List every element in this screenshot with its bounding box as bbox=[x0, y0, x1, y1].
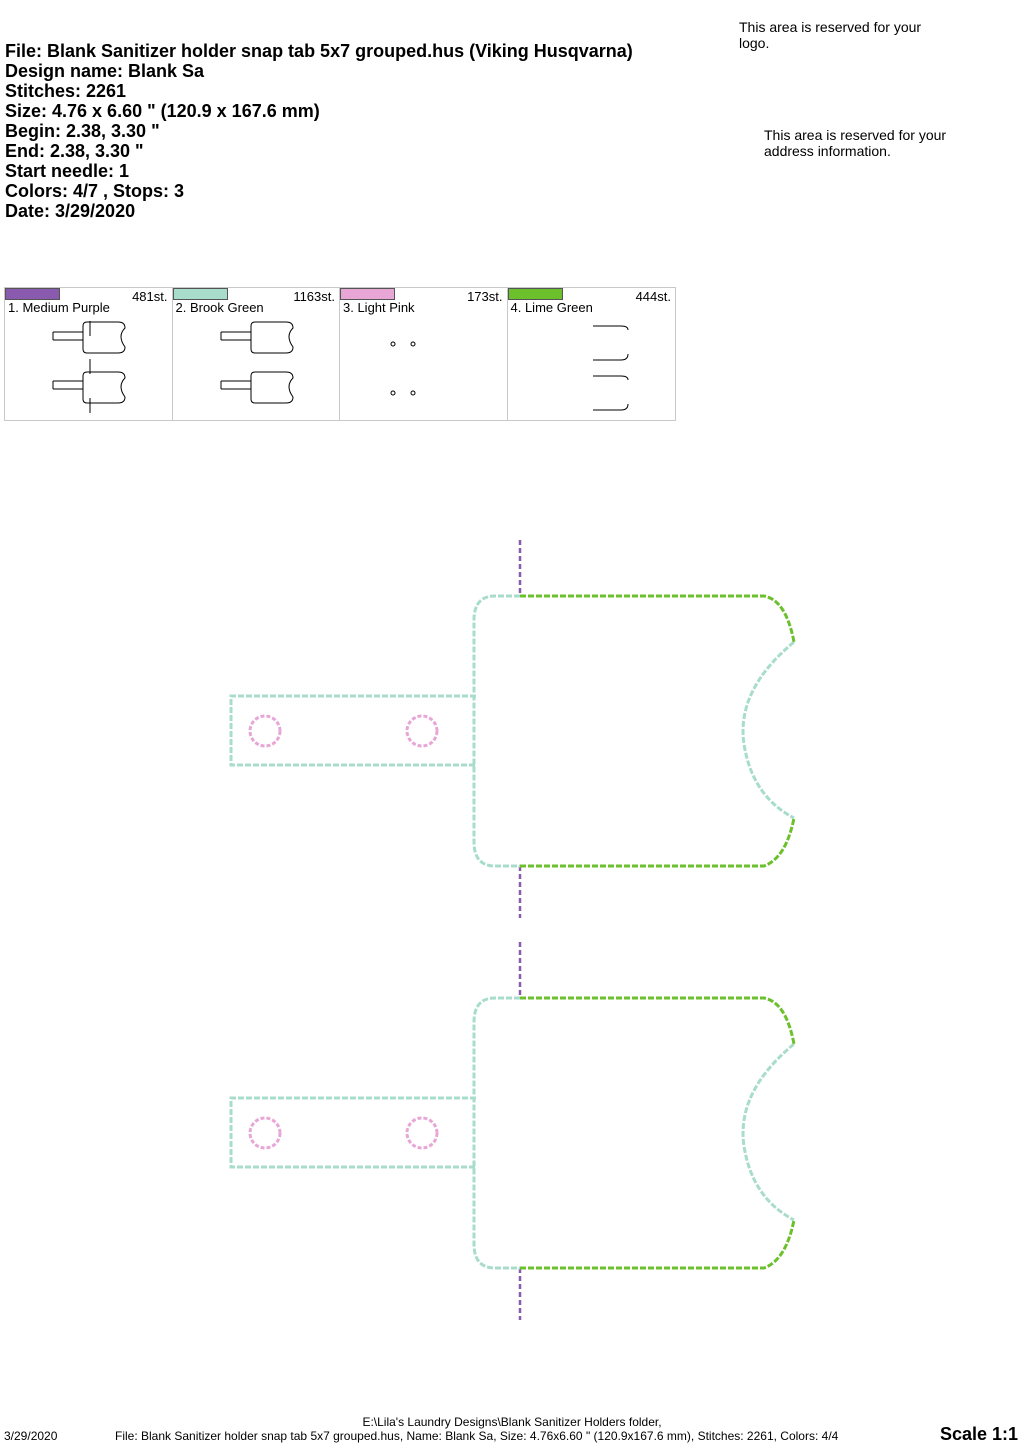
address-placeholder: This area is reserved for your address i… bbox=[764, 127, 947, 159]
color-preview-4 bbox=[592, 325, 628, 411]
color-swatch-3 bbox=[340, 288, 395, 300]
footer-path: E:\Lila's Laundry Designs\Blank Sanitize… bbox=[362, 1415, 662, 1429]
color-preview-2 bbox=[220, 321, 294, 404]
color-swatch-1 bbox=[5, 288, 60, 300]
color-cell-1: 481st. 1. Medium Purple bbox=[5, 288, 173, 420]
info-size: Size: 4.76 x 6.60 " (120.9 x 167.6 mm) bbox=[5, 101, 320, 121]
info-end: End: 2.38, 3.30 " bbox=[5, 141, 144, 161]
color-cell-2: 1163st. 2. Brook Green bbox=[172, 288, 340, 420]
logo-placeholder: This area is reserved for your logo. bbox=[739, 19, 922, 51]
info-colors: Colors: 4/7 , Stops: 3 bbox=[5, 181, 185, 201]
design-info: File: Blank Sanitizer holder snap tab 5x… bbox=[5, 41, 633, 221]
holder-top bbox=[229, 538, 796, 920]
color-swatch-4 bbox=[507, 288, 563, 300]
color-preview-1 bbox=[52, 321, 126, 413]
color-count-3: 173st. bbox=[467, 289, 503, 304]
color-name-2: 2. Brook Green bbox=[175, 300, 264, 315]
color-swatch-2 bbox=[172, 288, 228, 300]
color-cell-4: 444st. 4. Lime Green bbox=[507, 288, 676, 420]
info-start-needle: Start needle: 1 bbox=[5, 161, 130, 181]
info-begin: Begin: 2.38, 3.30 " bbox=[5, 121, 160, 141]
color-preview-3 bbox=[390, 341, 416, 396]
color-count-1: 481st. bbox=[132, 289, 168, 304]
info-design-name: Design name: Blank Sa bbox=[5, 61, 205, 81]
info-date: Date: 3/29/2020 bbox=[5, 201, 136, 221]
color-count-2: 1163st. bbox=[293, 289, 335, 304]
color-name-1: 1. Medium Purple bbox=[8, 300, 110, 315]
color-count-4: 444st. bbox=[635, 289, 671, 304]
color-cell-3: 173st. 3. Light Pink bbox=[340, 288, 508, 420]
design-preview bbox=[229, 538, 796, 1322]
info-file: File: Blank Sanitizer holder snap tab 5x… bbox=[5, 41, 633, 61]
color-table: 481st. 1. Medium Purple 1163st. 2. Brook… bbox=[4, 287, 676, 421]
holder-bottom bbox=[229, 940, 796, 1322]
info-stitches: Stitches: 2261 bbox=[5, 81, 127, 101]
footer-scale: Scale 1:1 bbox=[939, 1424, 1018, 1444]
color-name-4: 4. Lime Green bbox=[510, 300, 593, 315]
color-name-3: 3. Light Pink bbox=[343, 300, 415, 315]
footer-date: 3/29/2020 bbox=[4, 1429, 58, 1443]
footer-file: File: Blank Sanitizer holder snap tab 5x… bbox=[115, 1429, 839, 1443]
